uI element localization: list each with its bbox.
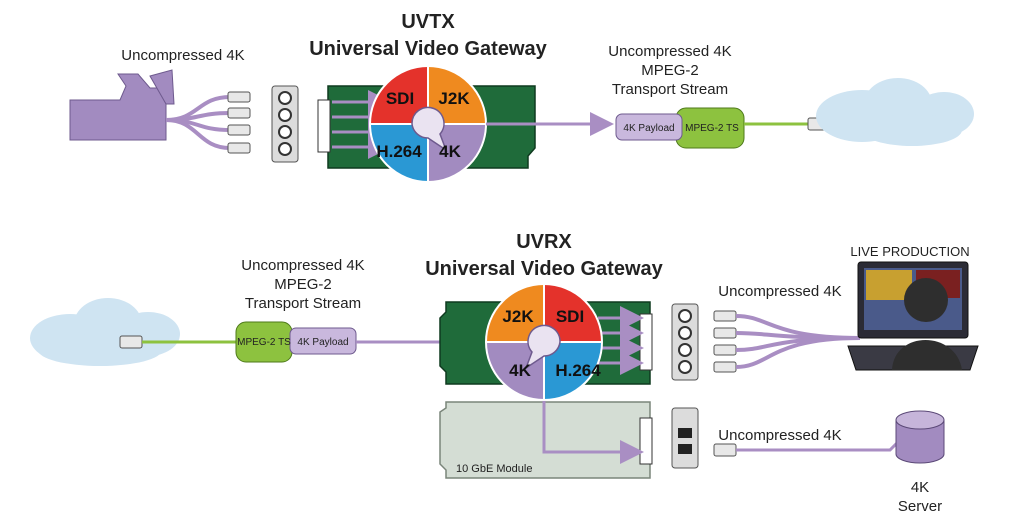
uvrx-title: UVRX xyxy=(516,231,572,253)
server-link-label: Uncompressed 4K xyxy=(718,427,841,444)
uvrx-transport-stream: MPEG-2 TS 4K Payload xyxy=(235,321,357,363)
cloud-icon xyxy=(30,298,180,366)
fiber-port-panel xyxy=(671,407,699,469)
uvrx-input-label-1: Uncompressed 4K xyxy=(241,257,364,274)
bnc-connector xyxy=(227,91,251,103)
bnc-connector xyxy=(713,327,737,339)
uvtx-output-label-2: MPEG-2 xyxy=(641,62,699,79)
uvtx-input-label: Uncompressed 4K xyxy=(121,47,244,64)
bnc-connector xyxy=(227,124,251,136)
h264-segment xyxy=(544,342,602,400)
module-label: 10 GbE Module xyxy=(456,463,532,475)
uvrx-codec-wheel: J2K SDI 4K H.264 xyxy=(485,283,603,401)
live-production-label: LIVE PRODUCTION xyxy=(850,244,969,259)
uvtx-subtitle: Universal Video Gateway xyxy=(309,38,547,60)
uvrx-subtitle: Universal Video Gateway xyxy=(425,258,663,280)
h264-segment xyxy=(370,124,428,182)
server-label-1: 4K xyxy=(911,479,929,496)
server-label-2: Server xyxy=(898,498,942,515)
fiber-connector xyxy=(713,443,737,457)
bnc-connector xyxy=(227,107,251,119)
uvtx-output-label-1: Uncompressed 4K xyxy=(608,43,731,60)
live-cables xyxy=(713,310,861,373)
10gbe-module: 10 GbE Module xyxy=(439,384,653,479)
uvtx-4k-label: 4K xyxy=(439,142,461,161)
uvtx-output-label-3: Transport Stream xyxy=(612,81,728,98)
j2k-segment xyxy=(486,284,544,342)
4k-segment xyxy=(428,124,486,182)
uvrx-payload-label: 4K Payload xyxy=(297,337,348,348)
sdi-segment xyxy=(370,66,428,124)
camera-cables xyxy=(165,91,251,154)
4k-segment xyxy=(486,342,544,400)
uvtx-payload-label: 4K Payload xyxy=(623,123,674,134)
uvtx-codec-wheel: SDI J2K H.264 4K xyxy=(369,65,487,183)
bnc-panel xyxy=(271,85,299,163)
live-output-label: Uncompressed 4K xyxy=(718,283,841,300)
uvtx-sdi-label: SDI xyxy=(386,89,414,108)
bnc-connector xyxy=(713,310,737,322)
bnc-panel xyxy=(671,303,699,381)
bnc-connector xyxy=(713,344,737,356)
live-production-console-icon xyxy=(847,261,979,371)
selector-needle xyxy=(524,324,561,370)
uvtx-transport-stream: 4K Payload MPEG-2 TS xyxy=(615,107,745,149)
uvrx-4k-label: 4K xyxy=(509,361,531,380)
uvrx-h264-label: H.264 xyxy=(555,361,601,380)
bnc-connector xyxy=(227,142,251,154)
server-icon xyxy=(895,410,945,464)
cloud-icon xyxy=(816,78,974,146)
uvrx-input-label-3: Transport Stream xyxy=(245,295,361,312)
uvrx-input-label-2: MPEG-2 xyxy=(274,276,332,293)
uvtx-ts-label: MPEG-2 TS xyxy=(685,123,739,134)
camera-icon xyxy=(69,69,175,141)
j2k-segment xyxy=(428,66,486,124)
fiber-connector xyxy=(119,335,143,349)
uvrx-ts-label: MPEG-2 TS xyxy=(237,337,291,348)
uvtx-title: UVTX xyxy=(401,11,455,33)
uvrx-j2k-label: J2K xyxy=(502,307,534,326)
uvrx-sdi-label: SDI xyxy=(556,307,584,326)
uvtx-j2k-label: J2K xyxy=(438,89,470,108)
uvtx-h264-label: H.264 xyxy=(376,142,422,161)
selector-needle xyxy=(411,106,448,152)
sdi-segment xyxy=(544,284,602,342)
bnc-connector xyxy=(713,361,737,373)
